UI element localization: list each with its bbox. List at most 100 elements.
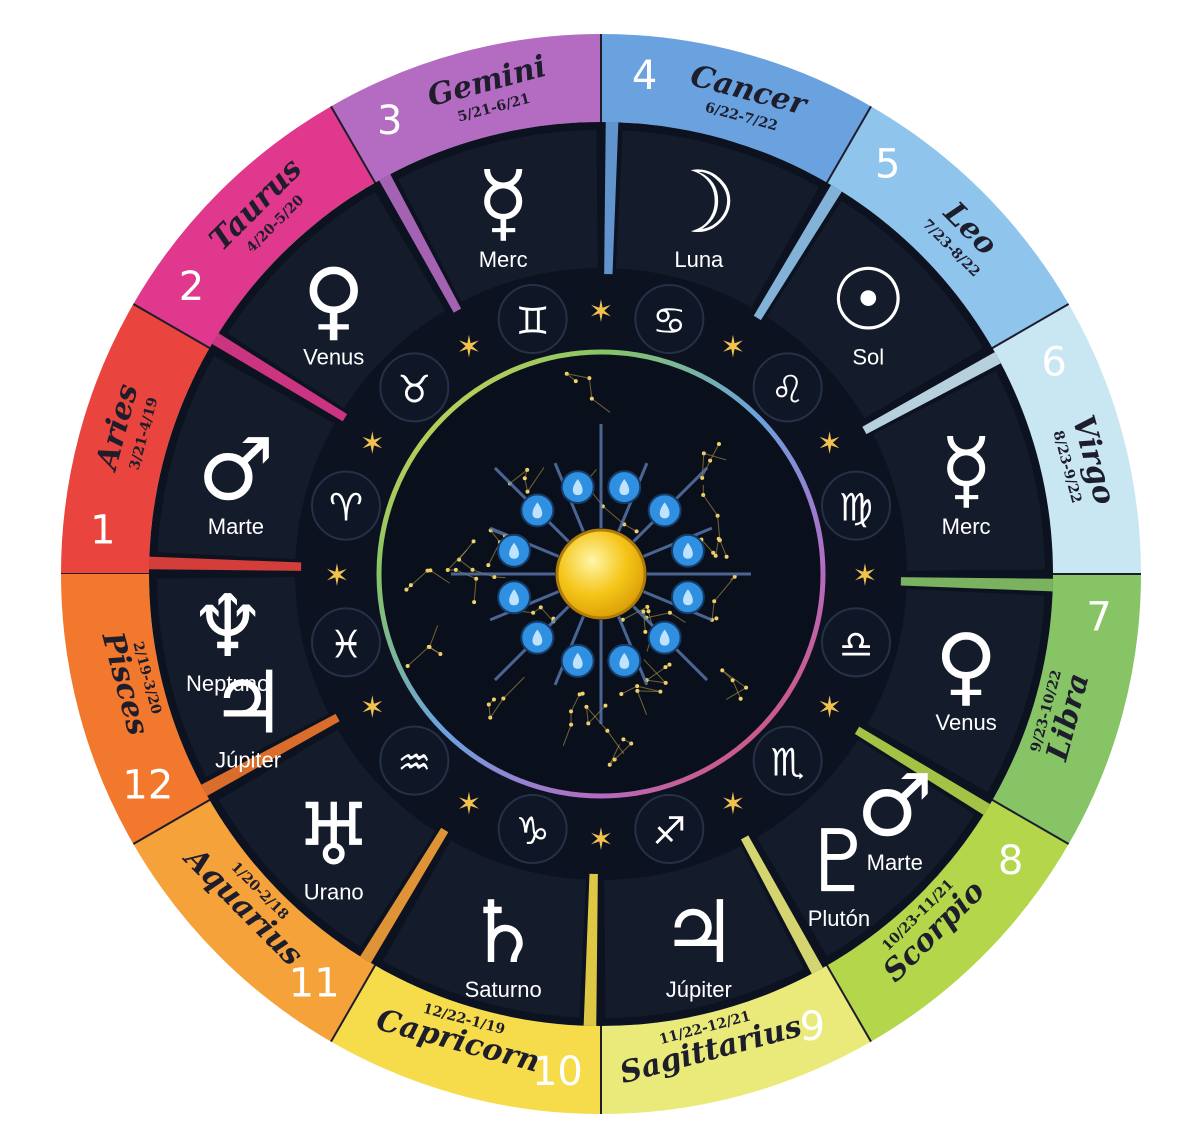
constellation-star bbox=[491, 697, 496, 702]
drop-shape bbox=[532, 629, 543, 646]
drop-shape bbox=[619, 652, 630, 669]
star-icon: ✶ bbox=[720, 330, 745, 365]
scorpio-symbol-icon: ♏ bbox=[771, 741, 805, 785]
venus-symbol-icon: ♀ bbox=[935, 616, 998, 716]
planet-label: Plutón bbox=[808, 906, 870, 931]
planet-label: Venus bbox=[303, 345, 364, 370]
leo-symbol-badge bbox=[752, 352, 823, 423]
taurus-symbol-icon: ♉ bbox=[397, 367, 431, 411]
constellation-line bbox=[587, 705, 606, 724]
constellation-line bbox=[566, 373, 590, 379]
segment-tick bbox=[986, 303, 1070, 352]
segment-tick bbox=[823, 105, 872, 189]
house-number: 11 bbox=[289, 961, 340, 1007]
capricorn-symbol-badge bbox=[497, 794, 568, 865]
sign-segment-sagittarius bbox=[601, 965, 871, 1114]
sign-segment-capricorn bbox=[331, 965, 601, 1114]
segment-tick bbox=[986, 796, 1070, 845]
constellation-line bbox=[570, 694, 581, 712]
house-number: 6 bbox=[1041, 340, 1066, 386]
house-panel-5 bbox=[766, 200, 984, 419]
constellation-star bbox=[663, 665, 668, 670]
star-icon: ✶ bbox=[456, 330, 481, 365]
house-panel-9 bbox=[604, 846, 804, 1018]
house-number: 10 bbox=[532, 1049, 583, 1095]
star-icon: ✶ bbox=[360, 691, 385, 726]
constellation-star bbox=[724, 554, 729, 559]
mercury-symbol-icon: ☿ bbox=[940, 420, 993, 520]
sign-segment-leo bbox=[827, 106, 1069, 348]
house-panel-8 bbox=[756, 739, 975, 957]
pisces-symbol-badge bbox=[310, 607, 381, 678]
house-divider bbox=[211, 333, 351, 424]
saturn-symbol-icon: ♄ bbox=[465, 883, 542, 983]
planet-label: Merc bbox=[479, 247, 528, 272]
virgo-symbol-icon: ♍ bbox=[839, 486, 873, 530]
constellation-star bbox=[405, 663, 410, 668]
house-divider bbox=[851, 724, 991, 815]
drop-shape bbox=[683, 542, 693, 559]
constellation-line bbox=[585, 706, 589, 724]
constellation-line bbox=[621, 685, 638, 695]
constellation-star bbox=[619, 691, 624, 696]
planet-label: Luna bbox=[674, 247, 724, 272]
sun-symbol-icon: ☉ bbox=[830, 251, 907, 351]
constellation-line bbox=[713, 576, 736, 602]
segment-tick bbox=[132, 796, 216, 845]
constellation-line bbox=[447, 549, 468, 571]
constellation-line bbox=[726, 687, 747, 700]
house-divider bbox=[896, 577, 1053, 592]
constellation-line bbox=[614, 743, 632, 760]
constellation-line bbox=[430, 569, 450, 584]
mercury-symbol-icon: ☿ bbox=[477, 153, 530, 253]
mars-symbol-icon: ♂ bbox=[856, 756, 933, 856]
constellation-star bbox=[714, 616, 719, 621]
constellation-star bbox=[471, 539, 476, 544]
drop-shape bbox=[659, 629, 670, 646]
house-number: 12 bbox=[122, 762, 173, 808]
constellation-star bbox=[472, 600, 477, 605]
house-divider bbox=[360, 824, 451, 964]
house-panel-3 bbox=[398, 130, 598, 302]
constellation-line bbox=[646, 679, 666, 684]
sign-segment-pisces bbox=[61, 574, 210, 844]
constellation-star bbox=[408, 583, 413, 588]
constellation-line bbox=[703, 452, 727, 461]
star-icon: ✶ bbox=[720, 787, 745, 822]
constellation-star bbox=[643, 629, 648, 634]
house-divider bbox=[583, 869, 598, 1026]
house-divider bbox=[739, 831, 823, 974]
constellation-line bbox=[606, 730, 625, 755]
sign-segment-aries bbox=[61, 304, 210, 574]
segment-tick bbox=[132, 303, 216, 352]
constellation-line bbox=[527, 467, 545, 492]
constellation-line bbox=[473, 578, 477, 603]
gemini-symbol-badge bbox=[497, 283, 568, 354]
star-icon: ✶ bbox=[324, 559, 349, 594]
gemini-symbol-icon: ♊ bbox=[516, 299, 550, 343]
constellation-line bbox=[719, 540, 728, 557]
constellation-line bbox=[643, 659, 667, 684]
constellation-line bbox=[540, 607, 554, 622]
house-divider bbox=[379, 174, 463, 317]
scorpio-symbol-badge bbox=[752, 725, 823, 796]
constellation-line bbox=[524, 478, 529, 492]
mars-symbol-icon: ♂ bbox=[197, 420, 274, 520]
aries-symbol-badge bbox=[310, 470, 381, 541]
cancer-symbol-icon: ♋ bbox=[652, 299, 686, 343]
star-icon: ✶ bbox=[588, 823, 613, 858]
aquarius-symbol-badge bbox=[379, 725, 450, 796]
sun-icon bbox=[555, 528, 647, 620]
house-number: 1 bbox=[90, 507, 115, 553]
drop-shape bbox=[509, 542, 519, 559]
house-panel-4 bbox=[615, 130, 819, 308]
constellation-line bbox=[646, 612, 671, 619]
constellation-line bbox=[502, 676, 525, 699]
constellation-line bbox=[721, 670, 733, 681]
aries-symbol-icon: ♈ bbox=[329, 486, 363, 530]
constellation-star bbox=[573, 379, 578, 384]
drop-shape bbox=[619, 479, 630, 496]
constellation-line bbox=[562, 724, 572, 747]
constellation-line bbox=[715, 538, 720, 556]
